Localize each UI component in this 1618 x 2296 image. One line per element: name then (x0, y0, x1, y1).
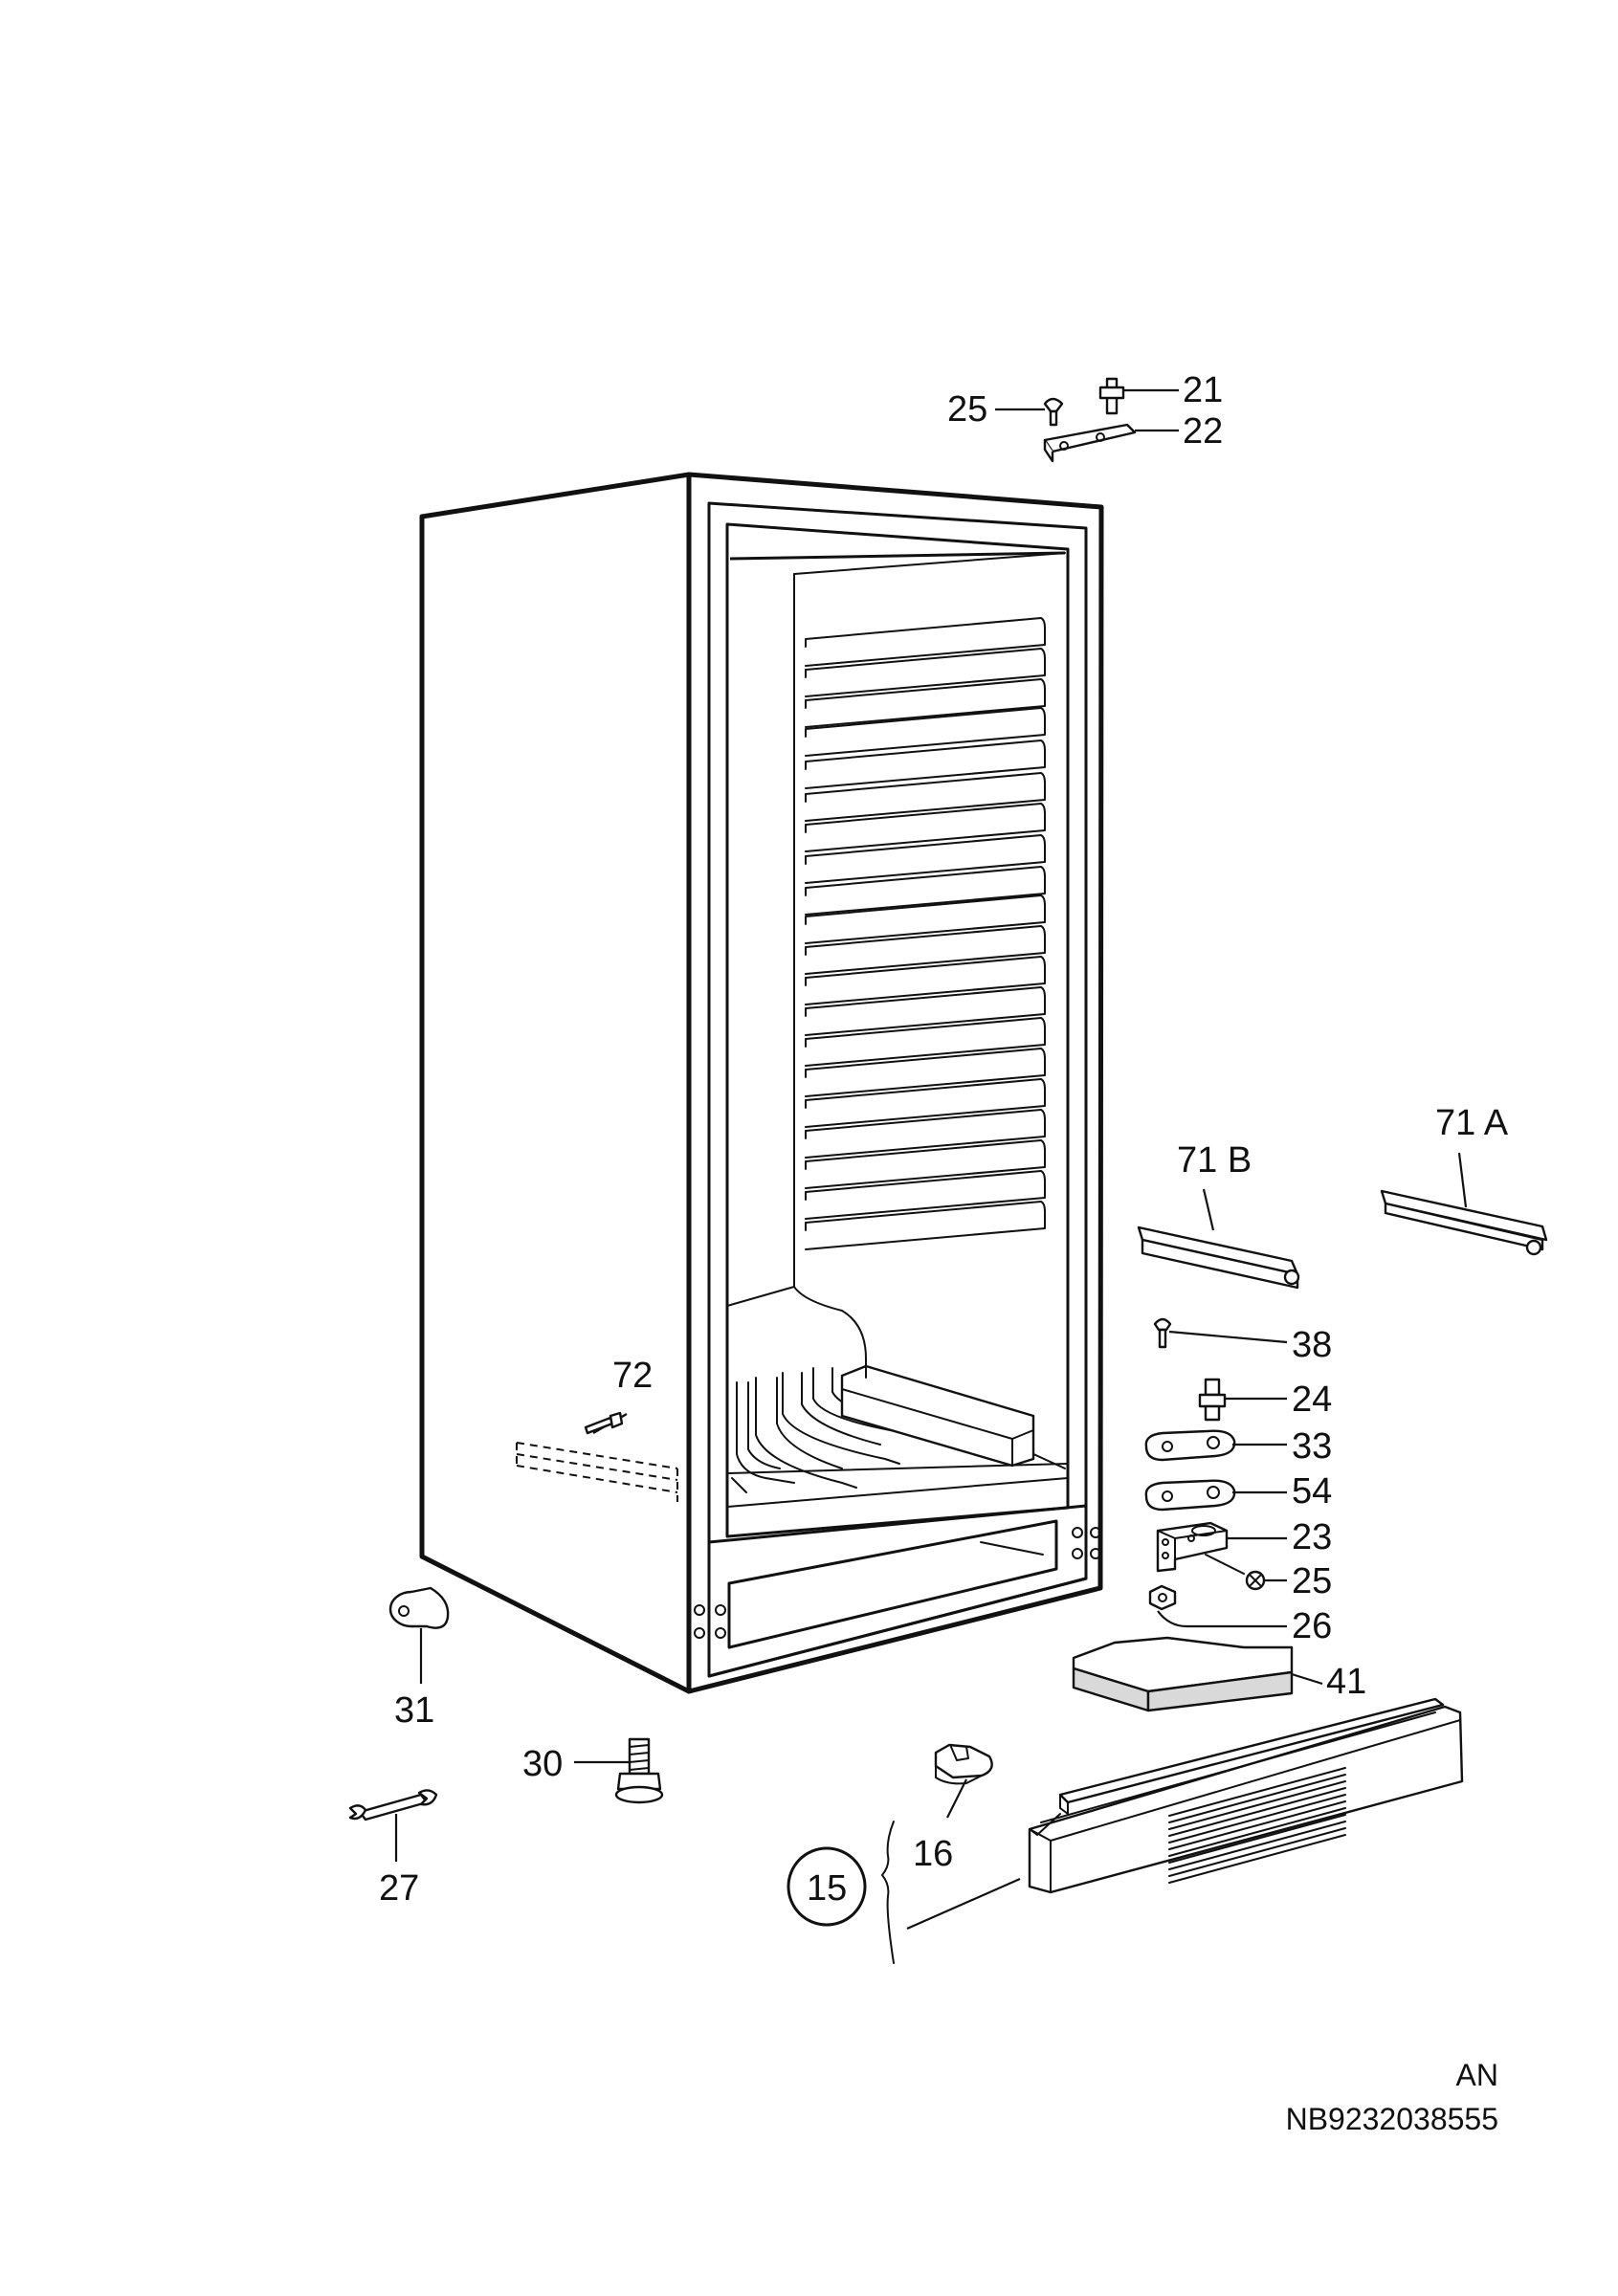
shelf-rib (805, 956, 1046, 1005)
shelf-rib (805, 648, 1046, 697)
label-25-side: 25 (1292, 1561, 1332, 1601)
label-41: 41 (1326, 1662, 1366, 1702)
label-27: 27 (379, 1868, 419, 1909)
grille-slat (1168, 1807, 1346, 1857)
label-71A: 71 A (1435, 1103, 1509, 1143)
shelf-rib (805, 678, 1046, 728)
label-24: 24 (1292, 1380, 1332, 1420)
grille-slat (1168, 1834, 1346, 1884)
label-33: 33 (1292, 1426, 1332, 1467)
label-31: 31 (394, 1690, 434, 1731)
label-21: 21 (1183, 370, 1223, 410)
label-26: 26 (1292, 1606, 1332, 1646)
shelf-rib (805, 1139, 1046, 1189)
shelf-rib (805, 925, 1046, 975)
part-24-pin (1198, 1378, 1287, 1422)
grille-slat (1168, 1821, 1346, 1870)
part-72-screw (584, 1411, 624, 1435)
part-25-top-screw (995, 397, 1064, 427)
part-31-foot (388, 1586, 450, 1684)
part-71B-rail (1137, 1188, 1300, 1290)
bottom-rails (731, 1364, 1035, 1493)
part-23-lower-hinge (1156, 1521, 1287, 1573)
grille-slat (1168, 1774, 1346, 1823)
grille-slat (1168, 1827, 1346, 1877)
shelf-rib (805, 1109, 1046, 1159)
part-25-side-screw (1205, 1554, 1287, 1591)
part-21-hinge-pin (1098, 377, 1179, 415)
label-16: 16 (913, 1834, 953, 1874)
shelf-rib (805, 617, 1046, 667)
grille-slat (1168, 1787, 1346, 1837)
shelf-rib (805, 894, 1046, 944)
shelf-rib (805, 1048, 1046, 1097)
part-41-block (1072, 1636, 1323, 1712)
grille-slat (1168, 1800, 1346, 1850)
part-71A-rail (1380, 1152, 1548, 1256)
shelf-ribs (805, 617, 1046, 1250)
grille-slat (1168, 1767, 1346, 1817)
kick-plate-grille (1168, 1767, 1346, 1884)
shelf-rib (805, 986, 1046, 1036)
grille-slat (1168, 1814, 1346, 1864)
grille-slat (1168, 1794, 1346, 1843)
shelf-rib (805, 803, 1046, 852)
footer-reference: NB9232038555 (1286, 2102, 1498, 2136)
shelf-rib (805, 1201, 1046, 1250)
cabinet-body (419, 472, 1104, 1694)
side-bracket-dashed (516, 1442, 678, 1502)
label-38: 38 (1292, 1325, 1332, 1365)
shelf-rib (805, 866, 1046, 916)
shelf-rib (805, 834, 1046, 884)
part-33-hinge-plate (1144, 1429, 1287, 1462)
label-71B: 71 B (1177, 1140, 1252, 1181)
label-23: 23 (1292, 1517, 1332, 1557)
footer-code: AN (1456, 2058, 1498, 2092)
part-54-washer-plate (1144, 1479, 1287, 1512)
label-25-top: 25 (947, 389, 987, 430)
shelf-rib (805, 740, 1046, 789)
shelf-rib (805, 772, 1046, 822)
shelf-rib (805, 1170, 1046, 1220)
part-30-adjustable-foot (574, 1737, 664, 1804)
label-54: 54 (1292, 1471, 1332, 1512)
grille-slat (1168, 1780, 1346, 1830)
label-72: 72 (612, 1356, 653, 1396)
callout-circle-15 (787, 1846, 867, 1927)
part-26-nut (1148, 1584, 1287, 1628)
label-30: 30 (522, 1744, 563, 1784)
part-27-wrench (348, 1789, 438, 1862)
part-15-brace (787, 1821, 1021, 1964)
shelf-rib (805, 1078, 1046, 1128)
part-38-screw (1153, 1317, 1288, 1349)
part-15-kick-plate (1028, 1697, 1464, 1894)
part-22-top-hinge-plate (1043, 423, 1179, 463)
shelf-rib (805, 1017, 1046, 1067)
shelf-rib (805, 707, 1046, 757)
label-15: 15 (807, 1868, 847, 1909)
label-22: 22 (1183, 411, 1223, 452)
part-16-clip (934, 1743, 993, 1819)
